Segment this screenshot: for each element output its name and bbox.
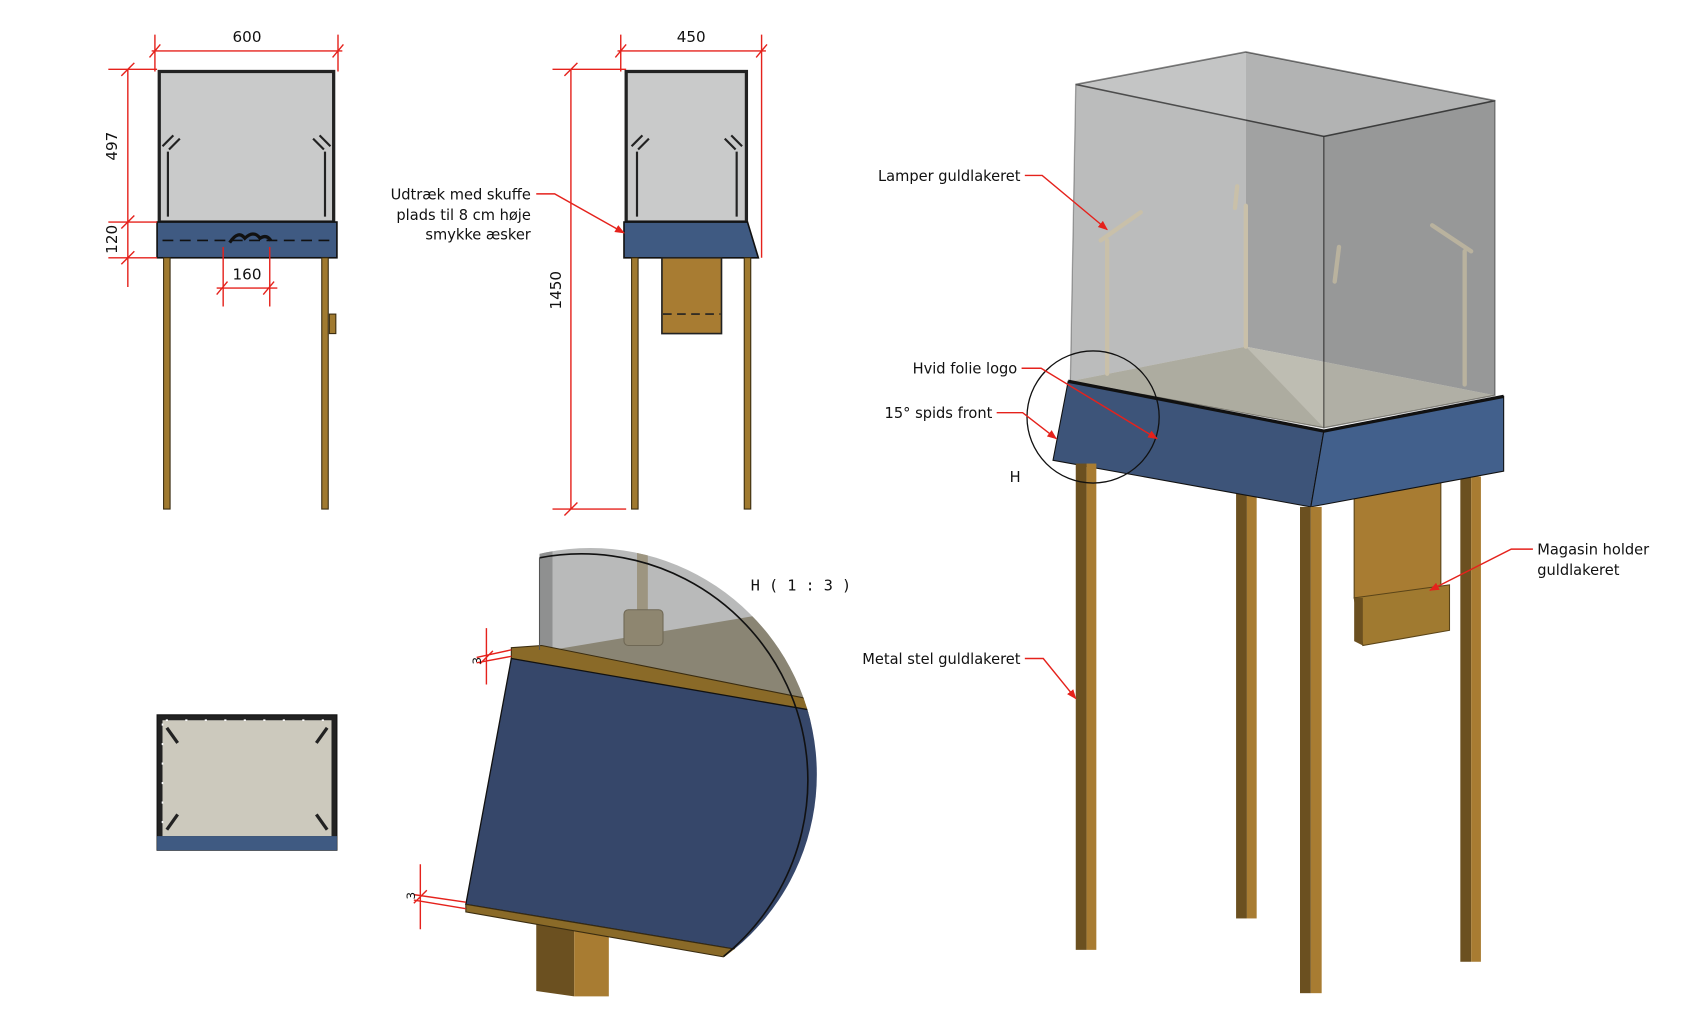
logo-callout: Hvid folie logo xyxy=(913,361,1158,440)
front-label: 15° spids front xyxy=(885,405,993,422)
dim-3-top-label: 3 xyxy=(470,657,484,665)
side-glass xyxy=(624,69,749,224)
dim-600-label: 600 xyxy=(233,28,262,46)
magazine-callout: Magasin holder guldlakeret xyxy=(1429,542,1649,591)
magazine-label-line1: Magasin holder xyxy=(1537,542,1649,559)
lamps-callout: Lamper guldlakeret xyxy=(878,168,1108,231)
drawer-label-line2: plads til 8 cm høje xyxy=(396,207,530,224)
top-base-strip xyxy=(157,836,337,851)
frame-callout: Metal stel guldlakeret xyxy=(862,651,1077,700)
lamp-icon xyxy=(630,134,743,217)
side-drawer xyxy=(661,256,723,335)
lamp-icon xyxy=(165,726,329,831)
dim-497: 497 120 xyxy=(103,62,158,288)
top-view xyxy=(156,714,338,851)
side-view: 450 1450 Udtræk med skuffe plads til 8 c… xyxy=(391,28,768,517)
side-leg-front xyxy=(631,257,639,510)
iso-glass-front xyxy=(1069,83,1325,429)
side-leg-back xyxy=(743,257,752,510)
iso-glass-right xyxy=(1323,99,1496,429)
iso-leg-back-left xyxy=(1236,492,1257,919)
frame-label: Metal stel guldlakeret xyxy=(862,651,1021,668)
front-view: 600 497 120 160 xyxy=(103,28,344,510)
lamp-icon xyxy=(1098,184,1474,387)
dim-600: 600 xyxy=(148,28,344,72)
dim-120-label: 120 xyxy=(103,225,121,254)
drawer-label-line3: smykke æsker xyxy=(425,226,530,243)
logo-mark xyxy=(228,232,273,244)
drawer-label-line1: Udtræk med skuffe xyxy=(391,186,531,203)
top-floor xyxy=(162,720,332,837)
front-callout: 15° spids front xyxy=(885,405,1058,440)
dim-3-top: 3 xyxy=(470,628,512,685)
logo-label: Hvid folie logo xyxy=(913,361,1018,378)
detail-leg xyxy=(536,922,609,997)
detail-h: 3 3 H ( 1 : 3 ) xyxy=(404,548,851,997)
isometric-view: H Lamper guldlakeret Hvid folie logo 15°… xyxy=(862,51,1649,994)
iso-glass-top xyxy=(1075,51,1496,138)
dim-160-label: 160 xyxy=(233,265,262,283)
front-leg-left xyxy=(163,257,171,510)
detail-outline xyxy=(539,553,809,957)
front-glass xyxy=(157,69,336,224)
dim-450-label: 450 xyxy=(677,28,706,46)
side-base xyxy=(623,221,760,259)
dim-1450-label: 1450 xyxy=(547,271,565,310)
dim-3-bottom-label: 3 xyxy=(404,892,418,900)
iso-leg-front-left xyxy=(1075,463,1097,950)
front-tab xyxy=(328,313,337,335)
magazine-label-line2: guldlakeret xyxy=(1537,562,1619,579)
detail-lamp-stand xyxy=(637,548,648,616)
dim-497-label: 497 xyxy=(103,132,121,161)
drawer-callout: Udtræk med skuffe plads til 8 cm høje sm… xyxy=(391,186,625,243)
detail-blue-front xyxy=(465,657,817,976)
front-leg-right xyxy=(321,257,329,510)
iso-leg-back-right xyxy=(1460,476,1481,962)
iso-glass-back xyxy=(1070,51,1246,382)
iso-leg-front-right xyxy=(1300,506,1322,994)
detail-marker-circle xyxy=(1026,350,1160,484)
dim-450: 450 xyxy=(614,28,768,258)
detail-title: H ( 1 : 3 ) xyxy=(751,576,851,594)
dim-1450: 1450 xyxy=(547,62,627,517)
iso-magazine-holder xyxy=(1353,475,1451,647)
detail-marker-label: H xyxy=(1010,469,1021,486)
dim-3-bottom: 3 xyxy=(404,864,466,930)
lamp-icon xyxy=(161,134,332,217)
lamps-label: Lamper guldlakeret xyxy=(878,168,1021,185)
dim-160: 160 xyxy=(216,246,278,307)
